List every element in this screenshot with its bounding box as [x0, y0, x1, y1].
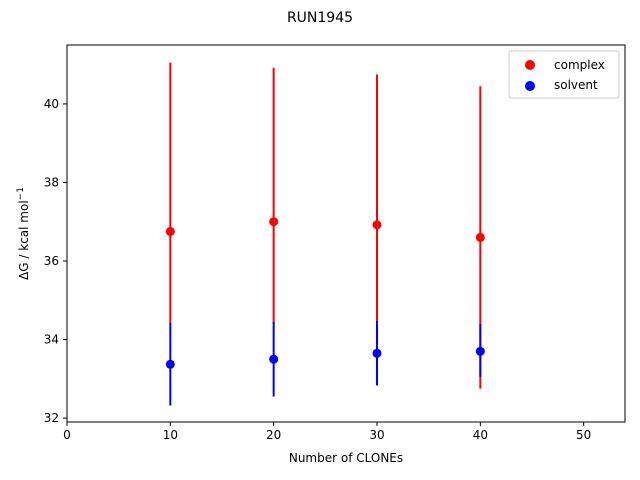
- x-tick-label: 10: [163, 428, 178, 442]
- x-tick-label: 50: [576, 428, 591, 442]
- legend-marker-complex: [525, 60, 535, 70]
- x-tick-label: 40: [473, 428, 488, 442]
- legend-label-complex: complex: [554, 58, 605, 72]
- x-tick-label: 20: [266, 428, 281, 442]
- y-axis: 32 34 36 38 40: [44, 97, 67, 425]
- y-tick-label: 34: [44, 333, 59, 347]
- x-tick-label: 0: [63, 428, 71, 442]
- y-axis-label-main: ΔG / kcal mol: [17, 200, 31, 280]
- y-tick-label: 38: [44, 175, 59, 189]
- legend-box: [508, 50, 620, 99]
- plot-area: [165, 62, 485, 406]
- axes-frame: [66, 44, 626, 423]
- x-axis: 0 10 20 30 40 50: [63, 422, 591, 442]
- point-complex: [269, 217, 279, 227]
- point-complex: [475, 232, 485, 242]
- point-complex: [372, 220, 382, 230]
- point-complex: [165, 227, 175, 237]
- y-tick-label: 36: [44, 254, 59, 268]
- legend-label-solvent: solvent: [554, 78, 598, 92]
- point-solvent: [165, 359, 175, 369]
- point-solvent: [372, 348, 382, 358]
- y-axis-label: ΔG / kcal mol−1: [16, 187, 31, 280]
- y-tick-label: 40: [44, 97, 59, 111]
- legend-marker-solvent: [525, 81, 535, 91]
- x-axis-label: Number of CLONEs: [289, 451, 403, 465]
- point-solvent: [269, 354, 279, 364]
- chart-title: RUN1945: [287, 10, 353, 26]
- y-tick-label: 32: [44, 411, 59, 425]
- x-tick-label: 30: [369, 428, 384, 442]
- y-axis-label-superscript: −1: [16, 187, 26, 200]
- point-solvent: [475, 346, 485, 356]
- legend: complex solvent: [508, 50, 620, 99]
